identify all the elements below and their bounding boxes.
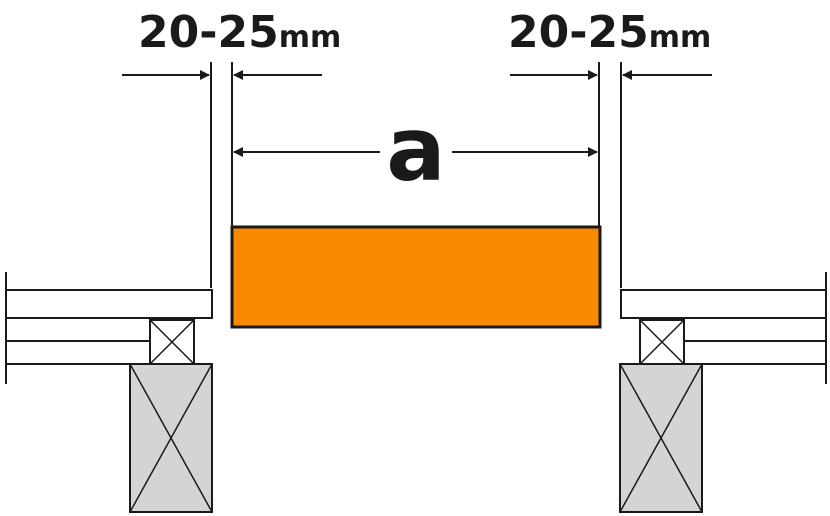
left-structure [5,272,213,513]
right-gap-unit: mm [649,20,712,55]
left-gap-unit: mm [279,20,342,55]
left-deck-board [5,289,213,319]
extension-lines [210,62,622,288]
left-gap-value: 20-25 [138,7,279,58]
right-gap-value: 20-25 [508,7,649,58]
orange-panel [230,225,602,329]
span-label: a [386,98,445,201]
right-structure [619,272,827,513]
right-gap-label: 20-25mm [508,7,711,58]
right-deck-board [620,289,827,319]
left-gap-label: 20-25mm [138,7,341,58]
